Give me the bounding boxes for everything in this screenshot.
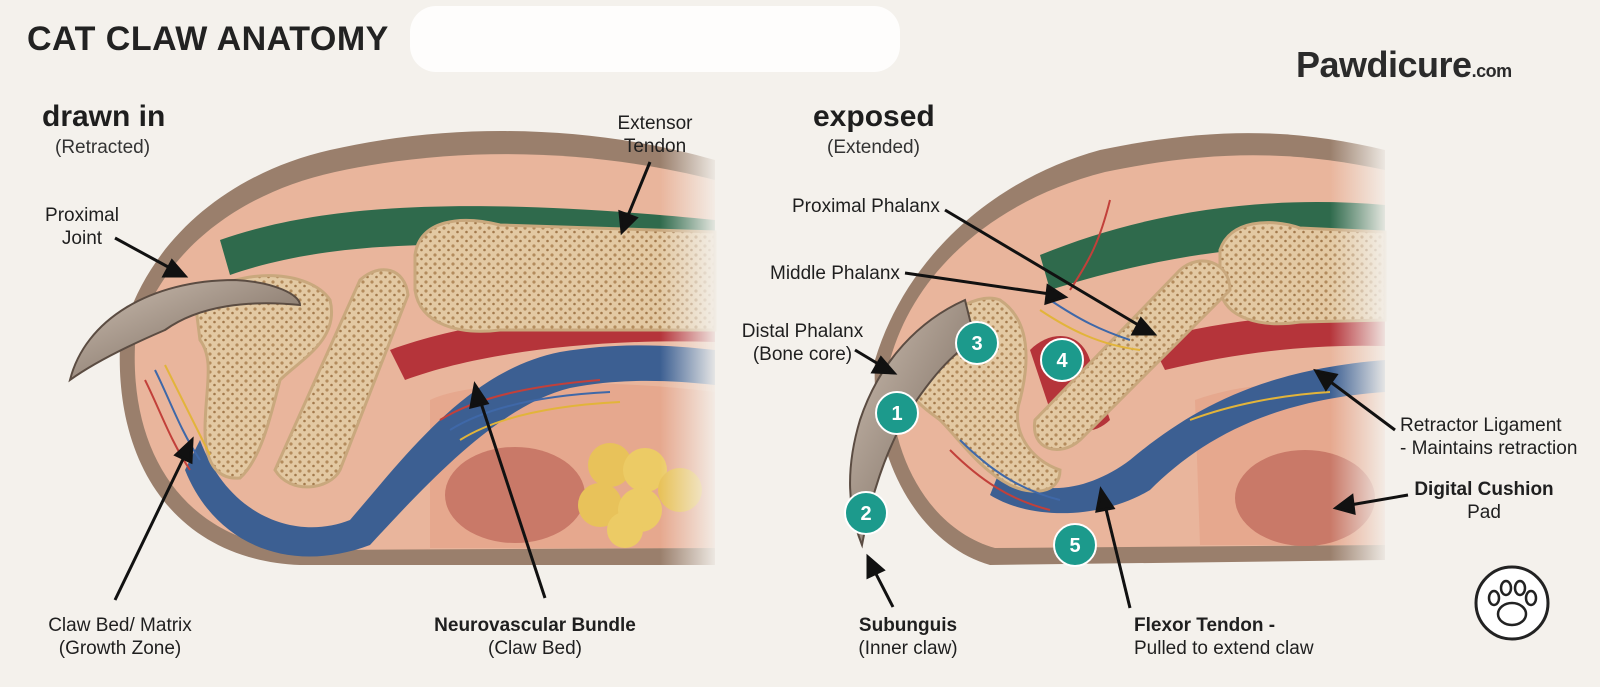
marker-4: 4 [1040,338,1084,382]
logo-text: Pawdicure [1296,44,1472,85]
marker-number-1: 1 [891,403,902,425]
left-distal-phalanx [193,274,334,480]
arrow-middle-phalanx-head [1044,283,1069,306]
label-digital-cushion: Digital Cushion Pad [1414,479,1554,523]
left-pad [445,447,585,543]
arrow-middle-phalanx [904,271,1051,296]
marker-number-4: 4 [1056,350,1068,372]
right-middle-phalanx [1033,259,1232,451]
right-paw-illustration [849,120,1390,580]
label-retractor-ligament: Retractor Ligament - Maintains retractio… [1400,415,1578,459]
left-heading: drawn in [42,100,166,133]
marker-2: 2 [844,491,888,535]
label-neurovascular-bundle: Neurovascular Bundle (Claw Bed) [434,615,636,659]
arrow-digital-cushion-head [1332,493,1356,516]
arrow-neurovascular-head [469,381,490,410]
right-heading: exposed [813,100,935,133]
arrow-proximal-phalanx-head [1130,316,1158,336]
number-markers: 1 2 3 4 5 [844,321,1097,567]
right-vessels [949,199,1331,511]
label-proximal-phalanx: Proximal Phalanx [792,196,940,217]
arrow-extensor-tendon [625,161,652,219]
arrow-flexor-tendon-head [1095,486,1116,513]
right-muscle [1150,314,1385,370]
right-claw [849,298,977,549]
header-banner [410,6,900,72]
marker-1: 1 [875,391,919,435]
pointer-arrows [113,161,1409,609]
marker-number-5: 5 [1069,535,1080,557]
right-flexor-tendon [990,360,1385,514]
left-paw-illustration [68,120,720,580]
paw-icon [1474,565,1550,641]
right-extensor-tendon [1040,202,1385,290]
label-claw-bed: Claw Bed/ Matrix (Growth Zone) [48,615,192,659]
arrow-neurovascular [478,399,547,599]
page-title: CAT CLAW ANATOMY [27,20,389,58]
arrow-retractor-ligament [1327,378,1396,432]
arrow-distal-phalanx-head [870,355,898,375]
arrow-subunguis [873,571,895,608]
arrow-proximal-phalanx [944,208,1141,328]
left-subheading: (Retracted) [55,137,151,158]
marker-5: 5 [1053,523,1097,567]
label-proximal-joint: Proximal Joint [45,205,119,249]
arrow-claw-bed [113,454,187,601]
left-middle-phalanx [273,268,410,489]
arrow-extensor-tendon-head [618,209,639,236]
arrow-proximal-joint [114,236,171,270]
label-flexor-tendon: Flexor Tendon - Pulled to extend claw [1134,615,1314,659]
arrow-subunguis-head [866,553,886,580]
arrow-proximal-joint-head [161,258,189,278]
brand-logo: Pawdicure.com [1296,44,1512,86]
marker-3: 3 [955,321,999,365]
left-claw [68,278,302,383]
arrow-claw-bed-head [173,436,194,465]
label-subunguis: Subunguis (Inner claw) [858,615,958,659]
right-subheading: (Extended) [827,137,920,158]
marker-number-2: 2 [860,503,871,525]
label-extensor-tendon: Extensor Tendon [617,113,693,157]
arrow-flexor-tendon [1103,504,1132,609]
arrow-distal-phalanx [854,348,881,367]
label-middle-phalanx: Middle Phalanx [770,263,900,284]
arrow-digital-cushion [1349,493,1409,507]
left-flexor-tendon [185,345,715,557]
label-distal-phalanx: Distal Phalanx (Bone core) [741,321,864,365]
arrow-retractor-ligament-head [1313,368,1339,392]
logo-suffix: .com [1471,61,1513,81]
marker-number-3: 3 [971,333,982,355]
